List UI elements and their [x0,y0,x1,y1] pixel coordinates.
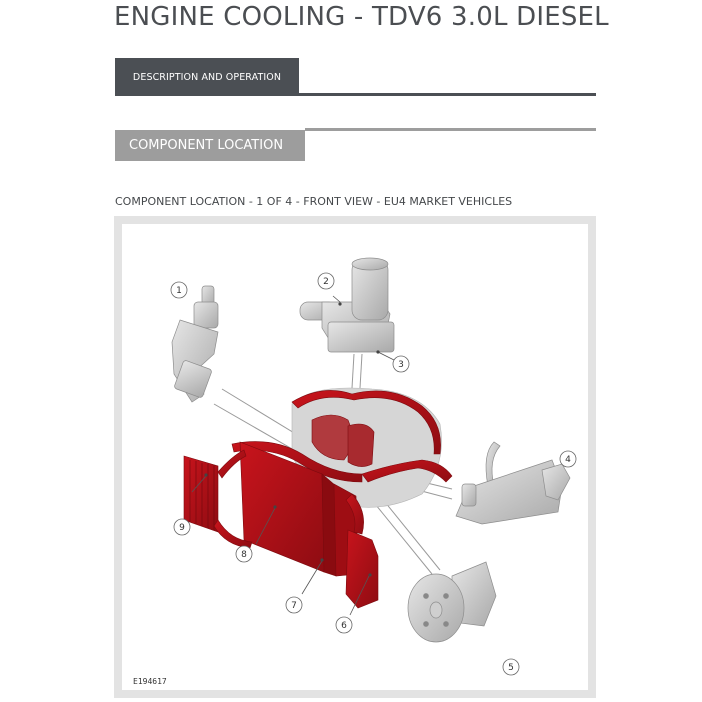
callout-4: 4 [565,455,571,465]
callouts [170,272,577,676]
callout-1: 1 [176,286,182,296]
page-title: ENGINE COOLING - TDV6 3.0L DIESEL [114,2,609,32]
component-2-3-oil-filter-housing [299,257,395,353]
figure-frame: 1 2 3 4 5 6 7 8 9 E194617 [114,216,596,698]
tab-label: DESCRIPTION AND OPERATION [132,71,282,83]
callout-9: 9 [179,523,185,533]
callout-5: 5 [508,663,514,673]
figure-caption: COMPONENT LOCATION - 1 OF 4 - FRONT VIEW… [115,195,513,208]
component-1-thermostat-housing [171,285,219,403]
engine-cooling-diagram: 1 2 3 4 5 6 7 8 9 [170,257,577,676]
section-component-location[interactable]: COMPONENT LOCATION [115,130,305,161]
callout-6: 6 [341,621,347,631]
callout-3: 3 [398,360,404,370]
callout-7: 7 [291,601,297,611]
component-5-water-pump [407,561,497,643]
tab-description-and-operation[interactable]: DESCRIPTION AND OPERATION [115,58,299,96]
section-label: COMPONENT LOCATION [129,138,284,153]
coolant-circuit [183,390,453,609]
callout-2: 2 [323,277,329,287]
section-rule [305,128,596,131]
figure-id: E194617 [133,677,167,686]
component-4-egr-cooler [455,441,571,525]
tab-underline [299,93,596,96]
callout-8: 8 [241,550,247,560]
